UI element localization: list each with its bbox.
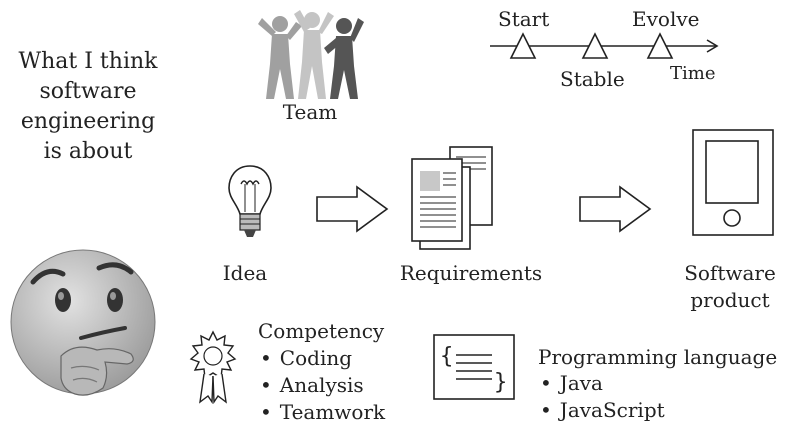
competency-item-teamwork: Teamwork: [260, 399, 385, 426]
requirements-label: Requirements: [399, 261, 543, 285]
competency-item-analysis: Analysis: [260, 372, 385, 399]
team-people-icon: [258, 10, 364, 99]
timeline-start-label: Start: [498, 7, 550, 31]
svg-text:}: }: [494, 370, 507, 395]
timeline-stable-label: Stable: [560, 67, 625, 91]
requirements-documents-icon: [411, 146, 493, 250]
code-braces-icon: { }: [433, 334, 515, 400]
intro-line-1: What I think: [18, 49, 158, 74]
programming-list: Java JavaScript: [540, 370, 665, 424]
team-label: Team: [282, 100, 338, 124]
timeline-evolve-marker: [646, 32, 674, 59]
flow-arrow-2: [579, 185, 652, 233]
timeline-evolve-label: Evolve: [632, 7, 700, 31]
timeline-start-marker: [509, 32, 537, 59]
timeline-time-label: Time: [670, 63, 716, 84]
timeline-stable-marker: [581, 32, 609, 59]
thinking-face-icon: [10, 249, 156, 396]
intro-line-2: software: [39, 79, 137, 104]
mobile-device-icon: [692, 129, 774, 236]
programming-item-javascript: JavaScript: [540, 397, 665, 424]
programming-title: Programming language: [538, 345, 778, 369]
programming-item-java: Java: [540, 370, 665, 397]
competency-title: Competency: [258, 319, 385, 343]
award-ribbon-icon: [189, 330, 237, 405]
competency-item-coding: Coding: [260, 345, 385, 372]
idea-label: Idea: [222, 261, 268, 285]
intro-line-3: engineering: [20, 109, 156, 134]
svg-text:{: {: [440, 344, 453, 369]
software-product-label-line1: Software: [684, 261, 776, 285]
timeline-diagram: [490, 32, 719, 59]
lightbulb-icon: [228, 165, 272, 237]
competency-list: Coding Analysis Teamwork: [260, 345, 385, 426]
software-product-label-line2: product: [690, 288, 770, 312]
intro-line-4: is about: [43, 139, 133, 164]
flow-arrow-1: [316, 185, 389, 233]
